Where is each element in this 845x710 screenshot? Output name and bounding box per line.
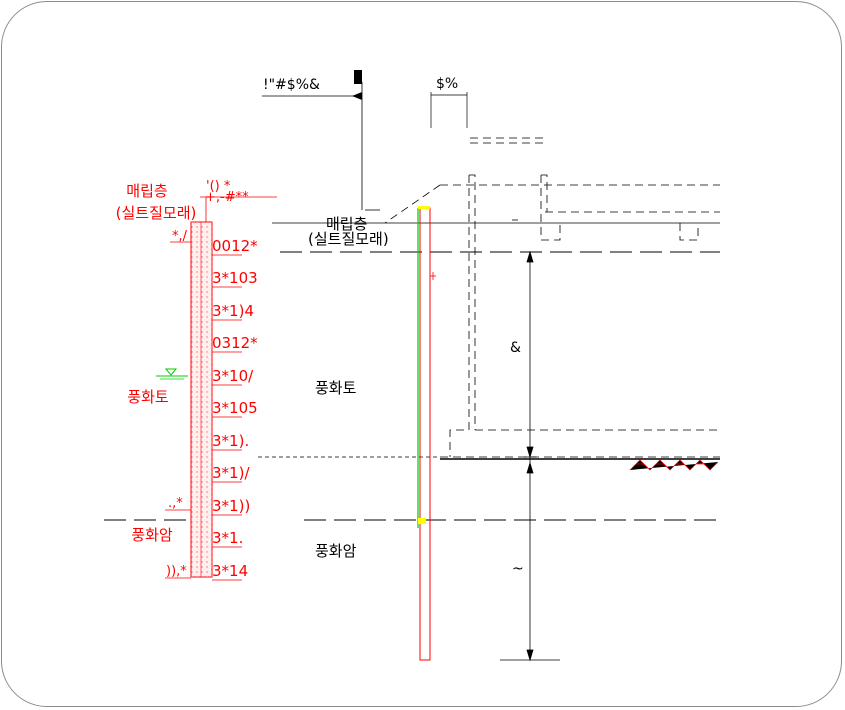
borehole-column <box>190 221 213 578</box>
n-value: 0312* <box>212 334 258 352</box>
n-value: 3*1). <box>212 432 249 450</box>
n-value: 3*105 <box>212 399 258 417</box>
n-values: 0012* 3*103 3*1)4 0312* 3*10/ 3*105 3*1)… <box>212 237 258 580</box>
n-value: 3*103 <box>212 269 258 287</box>
section-weathered-rock-label: 풍화암 <box>315 542 357 560</box>
n-value: 3*1)4 <box>212 302 254 320</box>
left-fill-label-1: 매립층 <box>126 182 167 200</box>
vertical-dimension <box>500 219 560 662</box>
top-annotations <box>262 70 468 211</box>
pile <box>417 206 436 661</box>
left-weathered-rock-label: 풍화암 <box>131 526 173 544</box>
n-value: 3*1. <box>212 529 243 547</box>
n-value: 3*14 <box>212 562 248 580</box>
foundation-hatch <box>629 459 719 471</box>
section-fill-label-1: 매립층 <box>326 215 367 233</box>
top-marker: '() * <box>206 179 231 194</box>
dim-lower-label: ~ <box>512 561 524 577</box>
depth-marker-2: .,* <box>168 496 183 511</box>
layer-boundaries <box>104 222 720 521</box>
n-value: 3*10/ <box>212 367 254 385</box>
n-value: 3*1)/ <box>212 464 250 482</box>
n-value: 0012* <box>212 237 258 255</box>
section-fill-label-2: (실트질모래) <box>308 230 389 248</box>
dim-label: $% <box>436 76 458 92</box>
water-level-marker <box>156 368 188 380</box>
section-weathered-soil-label: 풍화토 <box>315 379 357 397</box>
n-value-leaders <box>165 196 277 581</box>
left-weathered-soil-label: 풍화토 <box>127 388 169 406</box>
top-label: !"#$%& <box>263 77 320 93</box>
depth-marker-1: *,/ <box>172 229 188 244</box>
dim-upper-label: & <box>510 340 521 356</box>
depth-marker-3: )),* <box>166 564 187 579</box>
n-value: 3*1)) <box>212 497 250 515</box>
north-symbol <box>354 70 362 84</box>
left-fill-label-2: (실트질모래) <box>116 204 197 222</box>
structure-outline <box>384 137 720 458</box>
top-marker-sub: +,-#** <box>205 190 249 205</box>
